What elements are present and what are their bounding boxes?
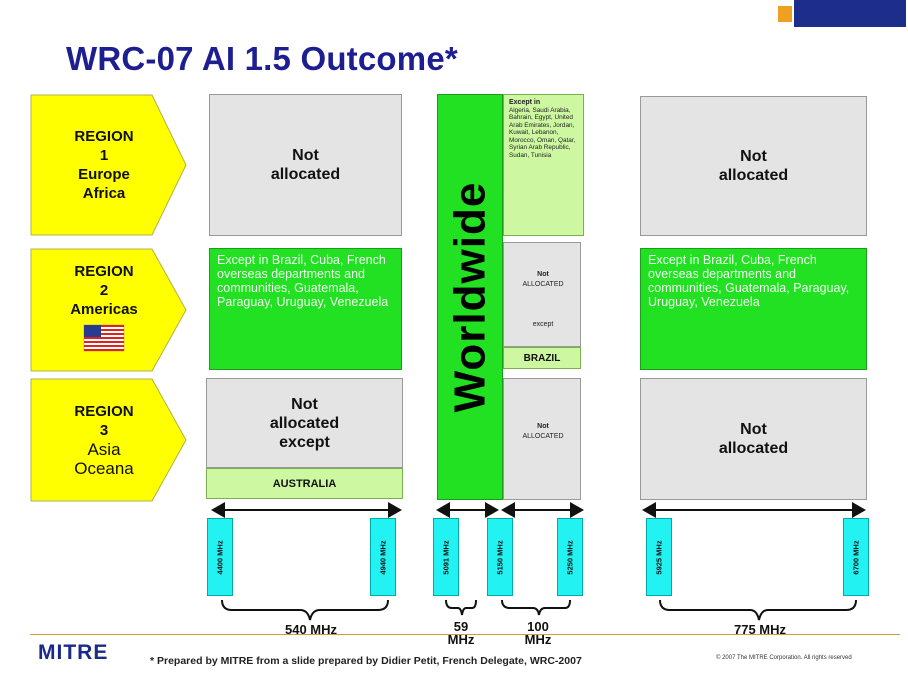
freq-label-5925: 5925 MHz: [654, 539, 664, 575]
region-1-band-d-cell: Not allocated: [640, 96, 867, 236]
freq-label-5091: 5091 MHz: [441, 539, 451, 575]
brace-59: [445, 599, 477, 616]
region-2-arrow-shape: [30, 248, 187, 372]
freq-label-6700: 6700 MHz: [851, 539, 861, 575]
r3-right-line-2: allocated: [718, 440, 789, 457]
australia-label: AUSTRALIA: [272, 477, 337, 490]
header-accent-blue: [794, 0, 906, 27]
slide-title: WRC-07 AI 1.5 Outcome*: [66, 40, 458, 77]
bandwidth-59-unit: MHz: [447, 632, 475, 647]
region-1-line-2: Africa: [82, 185, 126, 202]
region-3-arrow-shape: [30, 378, 187, 502]
freq-box-5250: 5250 MHz: [557, 518, 583, 596]
region-3-line-2: Oceana: [74, 459, 134, 478]
region-3-band-c-cell: Not ALLOCATED: [503, 378, 581, 500]
freq-box-5091: 5091 MHz: [433, 518, 459, 596]
region-1-label: REGION: [74, 128, 134, 145]
freq-box-5925: 5925 MHz: [646, 518, 672, 596]
header-accent-orange: [778, 6, 792, 22]
region-3-band-d-cell: Not allocated: [640, 378, 867, 500]
brace-100: [501, 599, 571, 616]
r3-mid-not: Not: [537, 423, 549, 430]
region-1-arrow: REGION 1 Europe Africa: [30, 94, 188, 236]
us-flag-icon: [83, 324, 125, 352]
region-2-label: REGION: [74, 263, 134, 280]
r2-left-text: Except in Brazil, Cuba, French overseas …: [217, 253, 389, 309]
r1-right-line-1: Not: [740, 148, 767, 165]
freq-box-6700: 6700 MHz: [843, 518, 869, 596]
region-2-arrow: REGION 2 Americas: [30, 248, 188, 372]
r3-left-line-1: Not: [291, 395, 318, 413]
footer-divider: [30, 634, 900, 635]
r2-mid-except: except: [532, 321, 554, 328]
region-2-line-1: Americas: [70, 301, 138, 318]
bandwidth-59: 59 MHz: [443, 620, 479, 646]
region-2-band-d-cell: Except in Brazil, Cuba, French overseas …: [640, 248, 867, 370]
region-1-line-1: Europe: [78, 166, 130, 183]
r3-mid-allocated: ALLOCATED: [522, 433, 564, 440]
freq-label-5250: 5250 MHz: [565, 539, 575, 575]
freq-box-5150: 5150 MHz: [487, 518, 513, 596]
region-3-number: 3: [99, 422, 109, 439]
region-2-band-c-cell: Not ALLOCATED except: [503, 242, 581, 347]
freq-label-4940: 4940 MHz: [378, 539, 388, 575]
copyright-notice: © 2007 The MITRE Corporation. All rights…: [716, 655, 852, 661]
r1-left-line-2: allocated: [270, 166, 341, 183]
region-3-label: REGION: [74, 403, 134, 420]
r2-right-text: Except in Brazil, Cuba, French overseas …: [648, 253, 850, 309]
freq-label-5150: 5150 MHz: [495, 539, 505, 575]
region-1-band-a-cell: Not allocated: [209, 94, 402, 236]
region-1-arrow-shape: [30, 94, 187, 236]
r2-mid-not: Not: [537, 271, 549, 278]
bandwidth-100-value: 100: [527, 619, 549, 634]
r3-left-line-2: allocated: [269, 414, 340, 432]
region-3-arrow: REGION 3 Asia Oceana: [30, 378, 188, 502]
australia-bar: AUSTRALIA: [206, 468, 403, 499]
bandwidth-775: 775 MHz: [733, 622, 787, 637]
bandwidth-100: 100 MHz: [515, 620, 561, 646]
bandwidth-59-value: 59: [453, 619, 469, 634]
r1-mid-except-head: Except in: [509, 99, 541, 106]
freq-box-4400: 4400 MHz: [207, 518, 233, 596]
brace-775: [659, 599, 857, 621]
footnote: * Prepared by MITRE from a slide prepare…: [150, 655, 582, 667]
bandwidth-540: 540 MHz: [284, 622, 338, 637]
r2-mid-allocated: ALLOCATED: [522, 281, 564, 288]
brazil-label: BRAZIL: [523, 352, 561, 364]
r1-left-line-1: Not: [292, 147, 319, 164]
worldwide-band: Worldwide: [437, 94, 503, 500]
r3-right-line-1: Not: [740, 421, 767, 438]
brazil-bar: BRAZIL: [503, 347, 581, 369]
region-2-band-a-cell: Except in Brazil, Cuba, French overseas …: [209, 248, 402, 370]
region-3-line-1: Asia: [87, 440, 121, 459]
r1-right-line-2: allocated: [718, 167, 789, 184]
bandwidth-100-unit: MHz: [524, 632, 552, 647]
r3-left-line-3: except: [279, 433, 330, 451]
r1-mid-except-body: Algeria, Saudi Arabia, Bahrain, Egypt, U…: [509, 106, 576, 159]
freq-label-4400: 4400 MHz: [215, 539, 225, 575]
region-1-number: 1: [99, 147, 109, 164]
freq-box-4940: 4940 MHz: [370, 518, 396, 596]
brace-540: [221, 599, 389, 621]
mitre-logo: MITRE: [38, 641, 109, 664]
region-2-number: 2: [99, 282, 109, 299]
region-1-band-c-cell: Except in Algeria, Saudi Arabia, Bahrain…: [503, 94, 584, 236]
region-3-band-a-cell: Not allocated except: [206, 378, 403, 468]
